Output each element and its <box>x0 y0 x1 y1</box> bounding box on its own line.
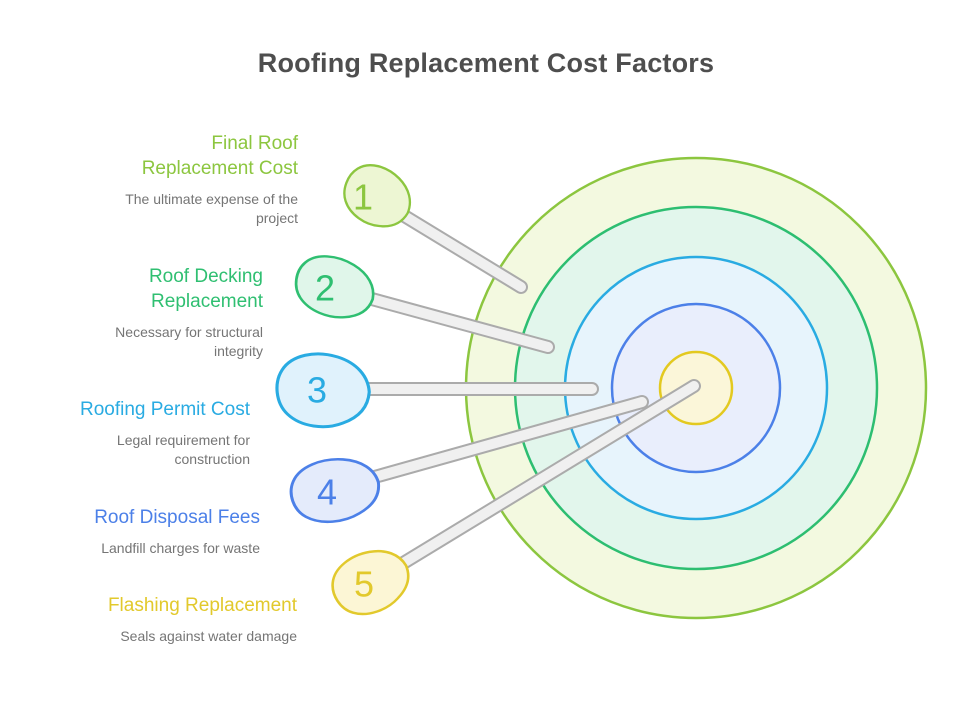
factor-heading-2: Roof Decking Replacement <box>148 266 263 312</box>
factor-label-4: Roof Disposal Fees Landfill charges for … <box>50 505 260 558</box>
factor-description-3: Legal requirement for construction <box>116 432 250 467</box>
factor-label-3: Roofing Permit Cost Legal requirement fo… <box>50 397 250 469</box>
factor-blob-4 <box>289 458 381 524</box>
connector-4 <box>339 395 649 492</box>
factor-blob-2 <box>294 255 375 319</box>
factor-heading-3: Roofing Permit Cost <box>79 399 250 420</box>
factor-number-4: 4 <box>317 472 337 513</box>
factor-blob-group-2: 2 <box>294 255 375 319</box>
diagram-title: Roofing Replacement Cost Factors <box>257 48 715 78</box>
factor-description-5: Seals against water damage <box>120 628 297 644</box>
factor-label-2: Roof Decking Replacement Necessary for s… <box>93 264 263 361</box>
factor-heading-4: Roof Disposal Fees <box>94 507 260 528</box>
factor-number-3: 3 <box>307 370 327 411</box>
factor-blob-5 <box>331 549 410 616</box>
factor-blob-group-5: 5 <box>331 549 410 616</box>
factor-label-5: Flashing Replacement Seals against water… <box>82 593 297 646</box>
factor-blob-3 <box>275 352 371 429</box>
factor-heading-5: Flashing Replacement <box>107 595 297 616</box>
factor-blob-1 <box>343 164 411 228</box>
factor-description-1: The ultimate expense of the project <box>125 191 298 226</box>
factor-description-2: Necessary for structural integrity <box>115 324 263 359</box>
connector-1 <box>381 199 528 294</box>
factor-heading-1: Final Roof Replacement Cost <box>141 133 298 179</box>
factor-number-5: 5 <box>354 564 374 605</box>
factor-label-1: Final Roof Replacement Cost The ultimate… <box>108 131 298 228</box>
factor-number-1: 1 <box>353 177 373 218</box>
connector-2 <box>339 285 555 354</box>
factor-blob-group-4: 4 <box>289 458 381 524</box>
factor-blob-group-1: 1 <box>343 164 411 228</box>
factor-number-2: 2 <box>315 268 335 309</box>
factor-blob-group-3: 3 <box>275 352 371 429</box>
factor-description-4: Landfill charges for waste <box>101 540 260 556</box>
connector-5 <box>375 379 701 583</box>
